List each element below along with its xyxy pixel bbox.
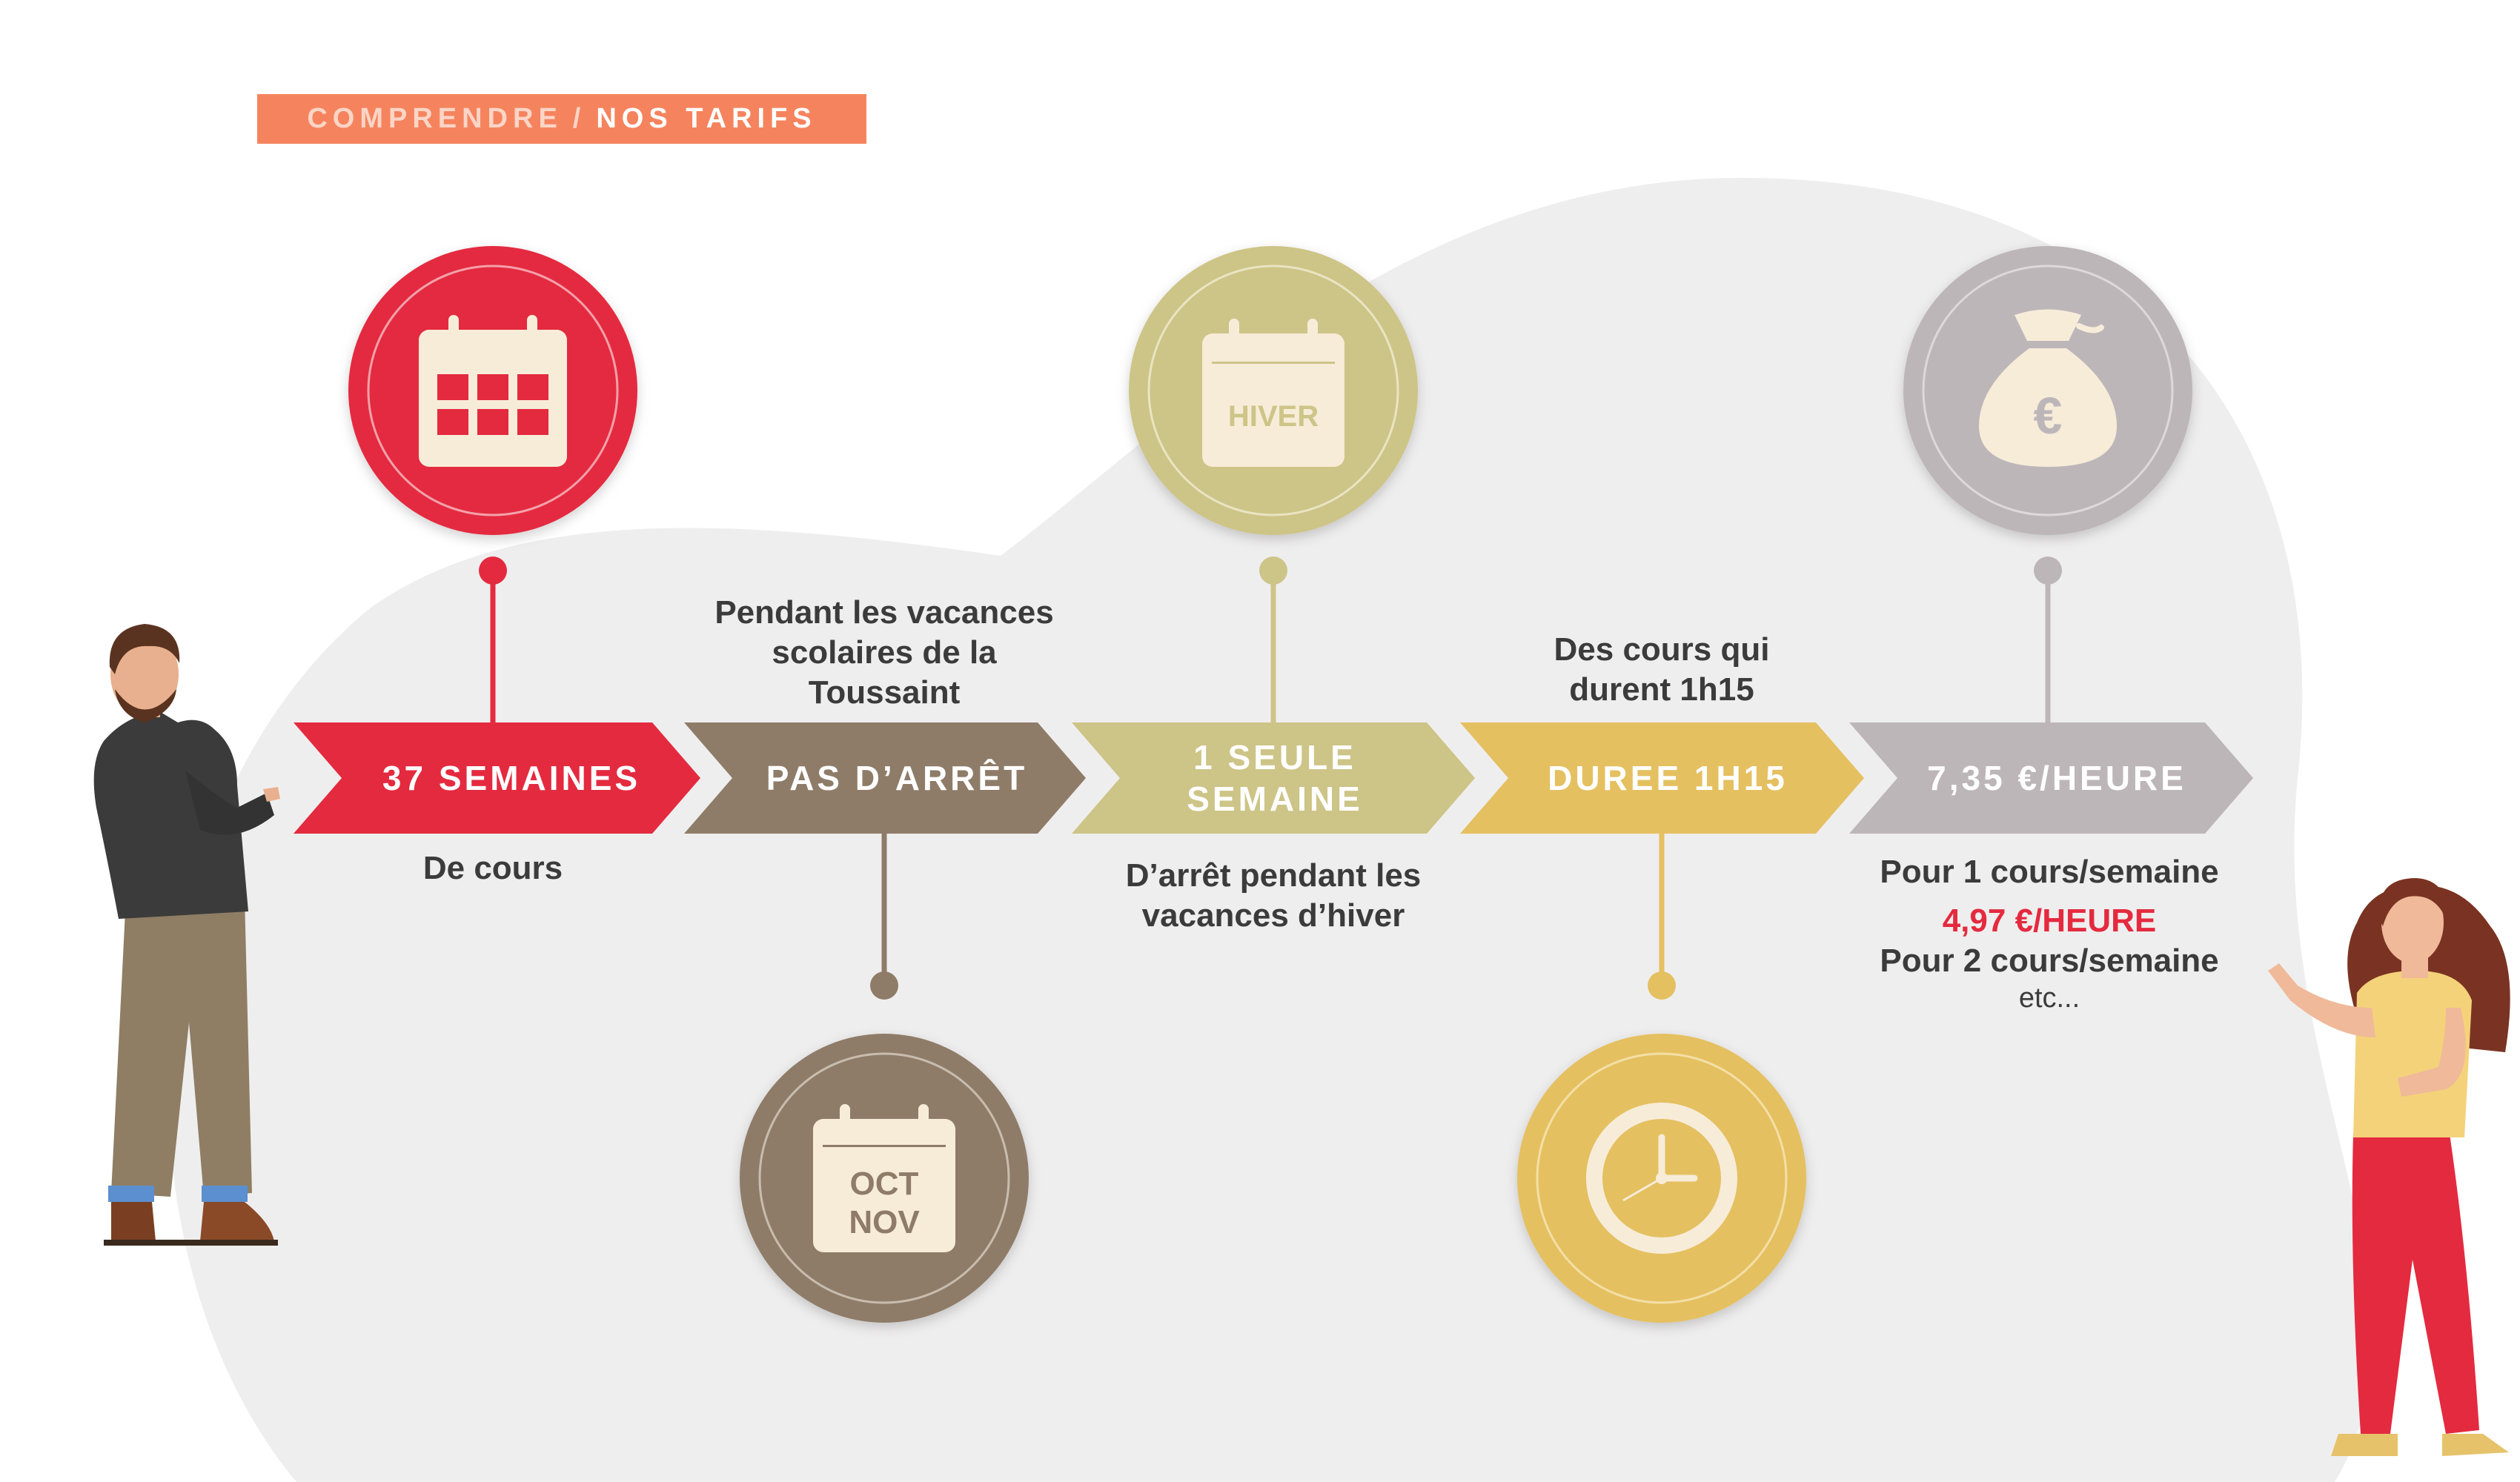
step-1-label: 37 SEMAINES (382, 759, 641, 797)
pricing-price-2: 4,97 €/HEURE (1942, 903, 2157, 939)
arrow-step-2 (684, 722, 1086, 834)
arrow-step-3 (1072, 722, 1475, 834)
money-bag-euro-icon: € (1903, 246, 2192, 535)
step-2-caption: Pendant les vacances scolaires de la Tou… (714, 594, 1054, 711)
header-part-comprendre: COMPRENDRE (307, 103, 563, 134)
header-separator: / (572, 103, 586, 134)
pricing-line-2: Pour 2 cours/semaine (1880, 943, 2219, 979)
step-2-label: PAS D’ARRÊT (766, 759, 1028, 797)
calendar-grid-icon (348, 246, 637, 535)
step-1-caption: De cours (422, 850, 563, 886)
calendar-hiver-icon: HIVER (1129, 246, 1418, 535)
pricing-note: Pour 1 cours/semaine 4,97 €/HEURE Pour 2… (1808, 852, 2290, 1015)
header-tag: COMPRENDRE / NOS TARIFS (257, 94, 866, 144)
step-4-caption: Des cours qui durent 1h15 (1554, 631, 1770, 708)
arrow-step-1 (294, 722, 700, 834)
arrow-step-5 (1849, 722, 2253, 834)
step-5-label: 7,35 €/HEURE (1927, 759, 2186, 797)
step-4-label: DUREE 1H15 (1548, 759, 1788, 797)
hiver-text: HIVER (1228, 400, 1319, 433)
euro-text: € (2034, 387, 2063, 445)
step-3-caption: D’arrêt pendant les vacances d’hiver (1125, 857, 1422, 934)
oct-text: OCT (850, 1166, 919, 1202)
arrow-step-4 (1460, 722, 1864, 834)
clock-icon (1517, 1034, 1806, 1323)
nov-text: NOV (849, 1204, 920, 1240)
pricing-line-1: Pour 1 cours/semaine (1880, 854, 2219, 890)
pricing-etc: etc... (2018, 983, 2080, 1014)
header-part-nos-tarifs: NOS TARIFS (596, 103, 817, 134)
calendar-oct-nov-icon: OCT NOV (740, 1034, 1029, 1323)
